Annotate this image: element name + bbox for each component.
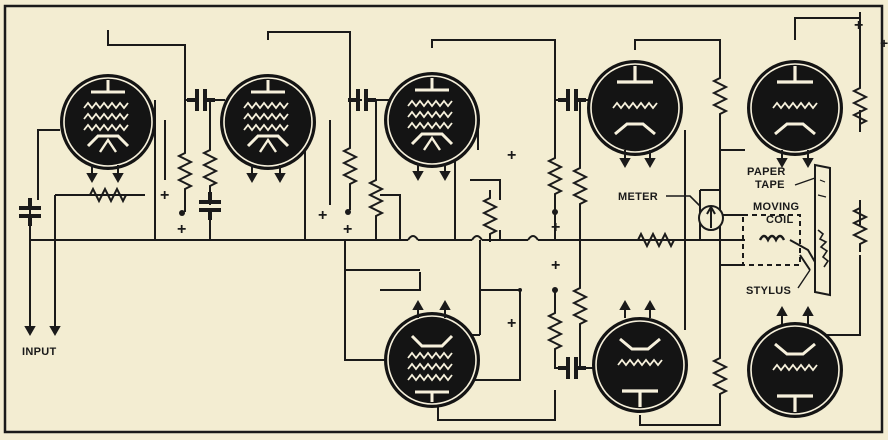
filament-leads [25,149,813,335]
plus-mark: + [507,147,516,164]
plus-mark: + [318,207,327,224]
moving-coil-label-line1: MOVING [753,201,799,213]
input-label: INPUT [22,346,57,358]
plus-mark: + [177,221,186,238]
junction-dots [179,209,558,293]
plus-mark: + [551,257,560,274]
meter-symbol [698,204,724,231]
tube-v2 [219,73,317,171]
plus-mark: + [507,315,516,332]
paper-tape-label-line1: PAPER [747,166,786,178]
plus-mark: + [880,35,888,51]
plus-mark: + [854,17,863,34]
meter-leader-line [666,195,701,207]
tube-v8 [746,321,844,419]
tube-v5 [746,59,844,157]
paper-tape-label-line2: TAPE [755,179,785,191]
tube-v7 [591,316,689,414]
page-border [3,4,884,434]
paper-tape [814,163,831,297]
paper-tape-leader-line [794,177,816,186]
bypass-capacitor [197,190,223,222]
coupling-capacitor [556,87,588,113]
plus-mark: + [343,221,352,238]
tube-v3 [383,71,481,169]
moving-coil-label-line2: COIL [766,214,793,226]
coupling-capacitor [556,355,588,381]
tube-v6 [383,311,481,409]
stylus-leader-line [797,269,811,289]
moving-coil-linkage [720,214,816,271]
tube-v4 [586,59,684,157]
plus-mark: + [551,219,560,236]
polarity-marks: + + + + + + + + + + [160,17,888,332]
meter-label: METER [618,191,658,203]
tube-v1 [59,73,157,171]
plus-mark: + [160,187,169,204]
stylus-label: STYLUS [746,285,791,297]
annotations: INPUT METER PAPER TAPE MOVING COIL STYLU… [22,166,816,358]
